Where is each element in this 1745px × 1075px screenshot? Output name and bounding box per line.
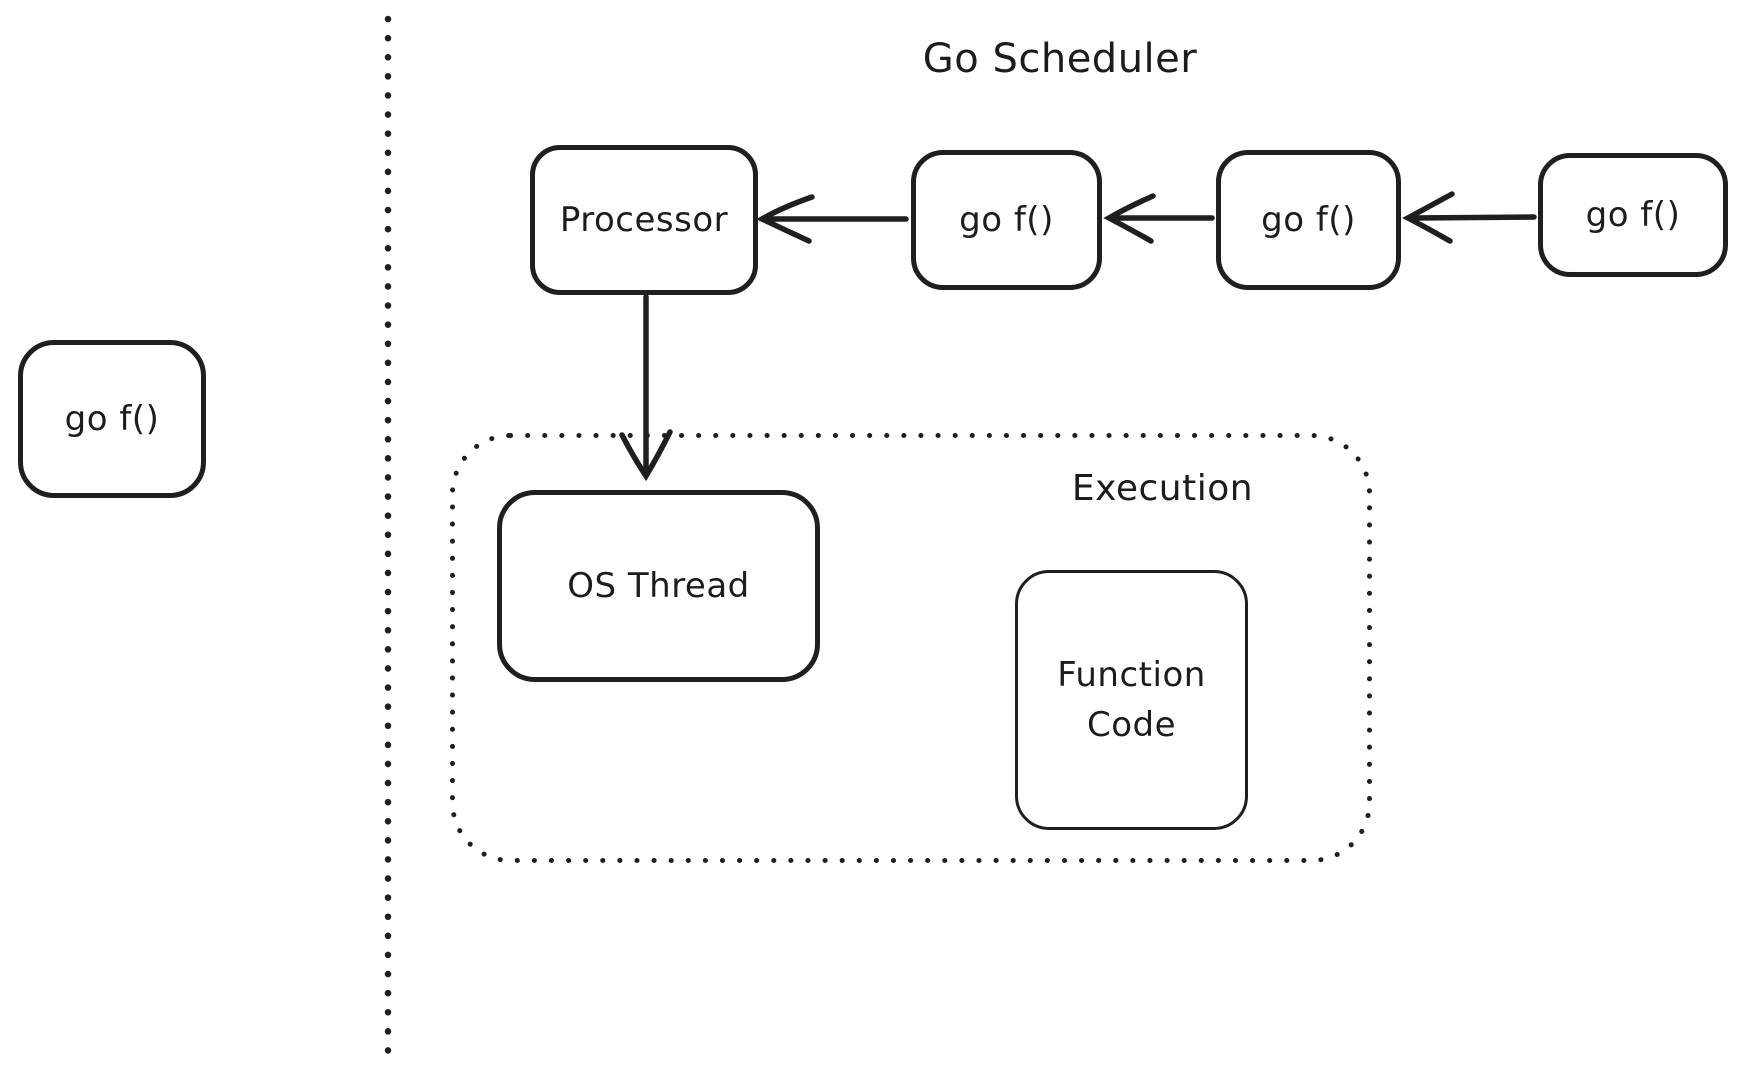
arrow-queue3-to-queue2 xyxy=(1402,191,1537,244)
goroutine-box-left-label: go f() xyxy=(64,399,160,439)
goroutine-queue-2-label: go f() xyxy=(1261,200,1356,240)
function-code-label-line2: Code xyxy=(1086,705,1177,745)
os-thread-box: OS Thread xyxy=(497,490,820,682)
goroutine-box-left: go f() xyxy=(18,340,206,498)
os-thread-label: OS Thread xyxy=(567,566,750,606)
diagram-title: Go Scheduler xyxy=(922,36,1198,82)
goroutine-box-queue-2: go f() xyxy=(1216,150,1401,290)
arrow-processor-to-os-thread xyxy=(619,294,673,482)
goroutine-queue-3-label: go f() xyxy=(1585,195,1681,235)
goroutine-box-queue-3: go f() xyxy=(1538,153,1728,277)
processor-label: Processor xyxy=(559,200,729,240)
execution-container-label: Execution xyxy=(1071,468,1254,509)
arrow-queue2-to-queue1 xyxy=(1103,193,1215,244)
execution-container-border xyxy=(450,433,1372,863)
arrow-queue1-to-processor xyxy=(756,194,909,244)
function-code-box: Function Code xyxy=(1015,570,1248,830)
function-code-label-line1: Function xyxy=(1057,655,1206,695)
goroutine-queue-1-label: go f() xyxy=(959,200,1054,240)
processor-box: Processor xyxy=(530,145,758,295)
goroutine-box-queue-1: go f() xyxy=(911,150,1102,290)
